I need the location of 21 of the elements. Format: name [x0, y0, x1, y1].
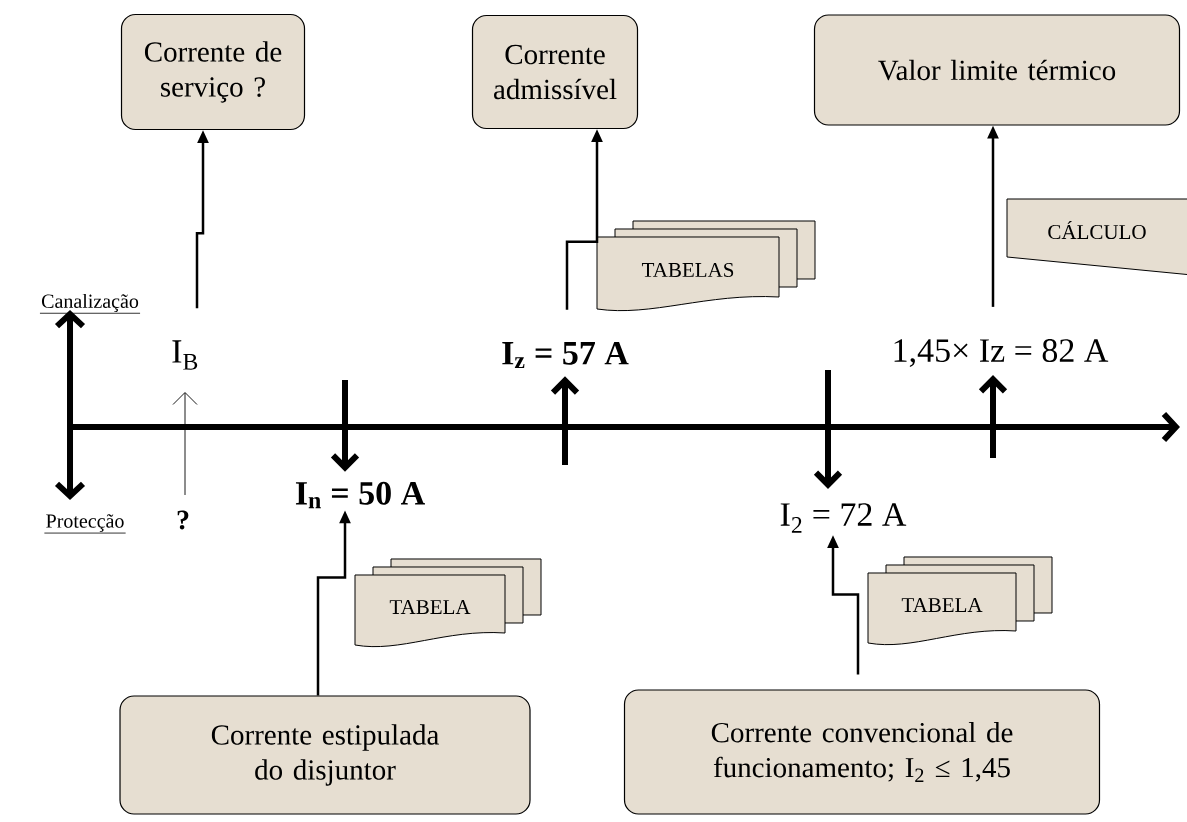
document-stack: TABELA	[867, 556, 1053, 646]
arrow	[330, 380, 360, 472]
arrow	[172, 392, 198, 496]
arrow	[813, 370, 843, 489]
rounded-box: Corrente estipulada do disjuntor	[119, 695, 531, 815]
rounded-box: Corrente admissível	[471, 14, 639, 130]
side-label: Protecção	[44, 514, 127, 534]
arrow	[550, 376, 580, 465]
rounded-box: Corrente convencional de funcionamento; I$_{2}$ ≤ 1,45	[623, 689, 1101, 815]
arrow	[978, 375, 1008, 458]
current-value: I$_{2}$ = 72 A	[780, 503, 907, 533]
document-stack: TABELA	[354, 558, 542, 648]
rounded-box: Valor limite térmico	[813, 14, 1181, 126]
current-value: I$_{n}$ = 50 A	[295, 481, 425, 509]
side-label: Canalização	[39, 293, 141, 314]
document-stack: TABELAS	[596, 220, 816, 312]
current-value: 1,45× Iz = 82 A	[894, 339, 1109, 367]
current-value: I$_{z}$ = 57 A	[502, 341, 629, 369]
rounded-box: Corrente de serviço ?	[120, 13, 306, 131]
current-value: I$_{B}$	[172, 340, 198, 370]
question-mark: ?	[177, 510, 189, 530]
